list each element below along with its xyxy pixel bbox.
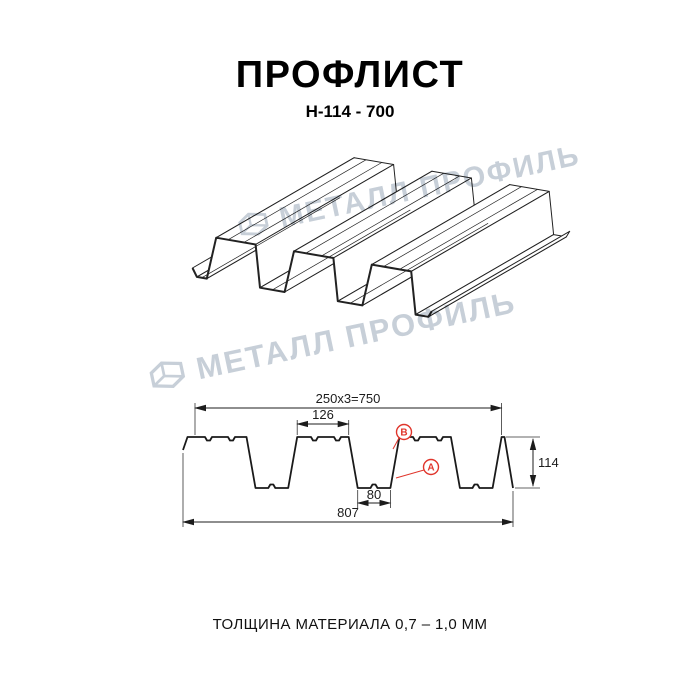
callout-b: В — [392, 423, 413, 450]
cross-section-profile — [182, 436, 514, 489]
callout-b-circle — [395, 423, 413, 441]
page-title: ПРОФЛИСТ — [235, 54, 465, 96]
material-thickness-note: ТОЛЩИНА МАТЕРИАЛА 0,7 – 1,0 ММ — [212, 616, 488, 633]
dimension-total-width-label: 807 — [337, 505, 359, 520]
dimension-height-label: 114 — [538, 455, 559, 470]
dimension-pitch-label: 250x3=750 — [316, 391, 381, 406]
dimension-valley-label: 80 — [367, 487, 381, 502]
dimension-flange: 126 — [296, 407, 350, 435]
dimension-flange-label: 126 — [312, 407, 334, 422]
dimension-valley: 80 — [356, 487, 392, 508]
callout-a-circle — [422, 458, 440, 476]
dimension-total-width: 807 — [182, 453, 514, 527]
cross-section-view: 250x3=750 126 80 807 — [182, 391, 559, 527]
dimension-pitch: 250x3=750 — [194, 391, 503, 435]
callout-a: А — [395, 458, 440, 479]
callout-a-label: А — [427, 463, 434, 474]
front-cut-edge — [191, 236, 433, 318]
callout-b-label: В — [400, 428, 407, 439]
dimension-height: 114 — [506, 436, 559, 489]
profile-model-subtitle: Н-114 - 700 — [305, 102, 395, 121]
profile-3d-view — [191, 157, 571, 318]
